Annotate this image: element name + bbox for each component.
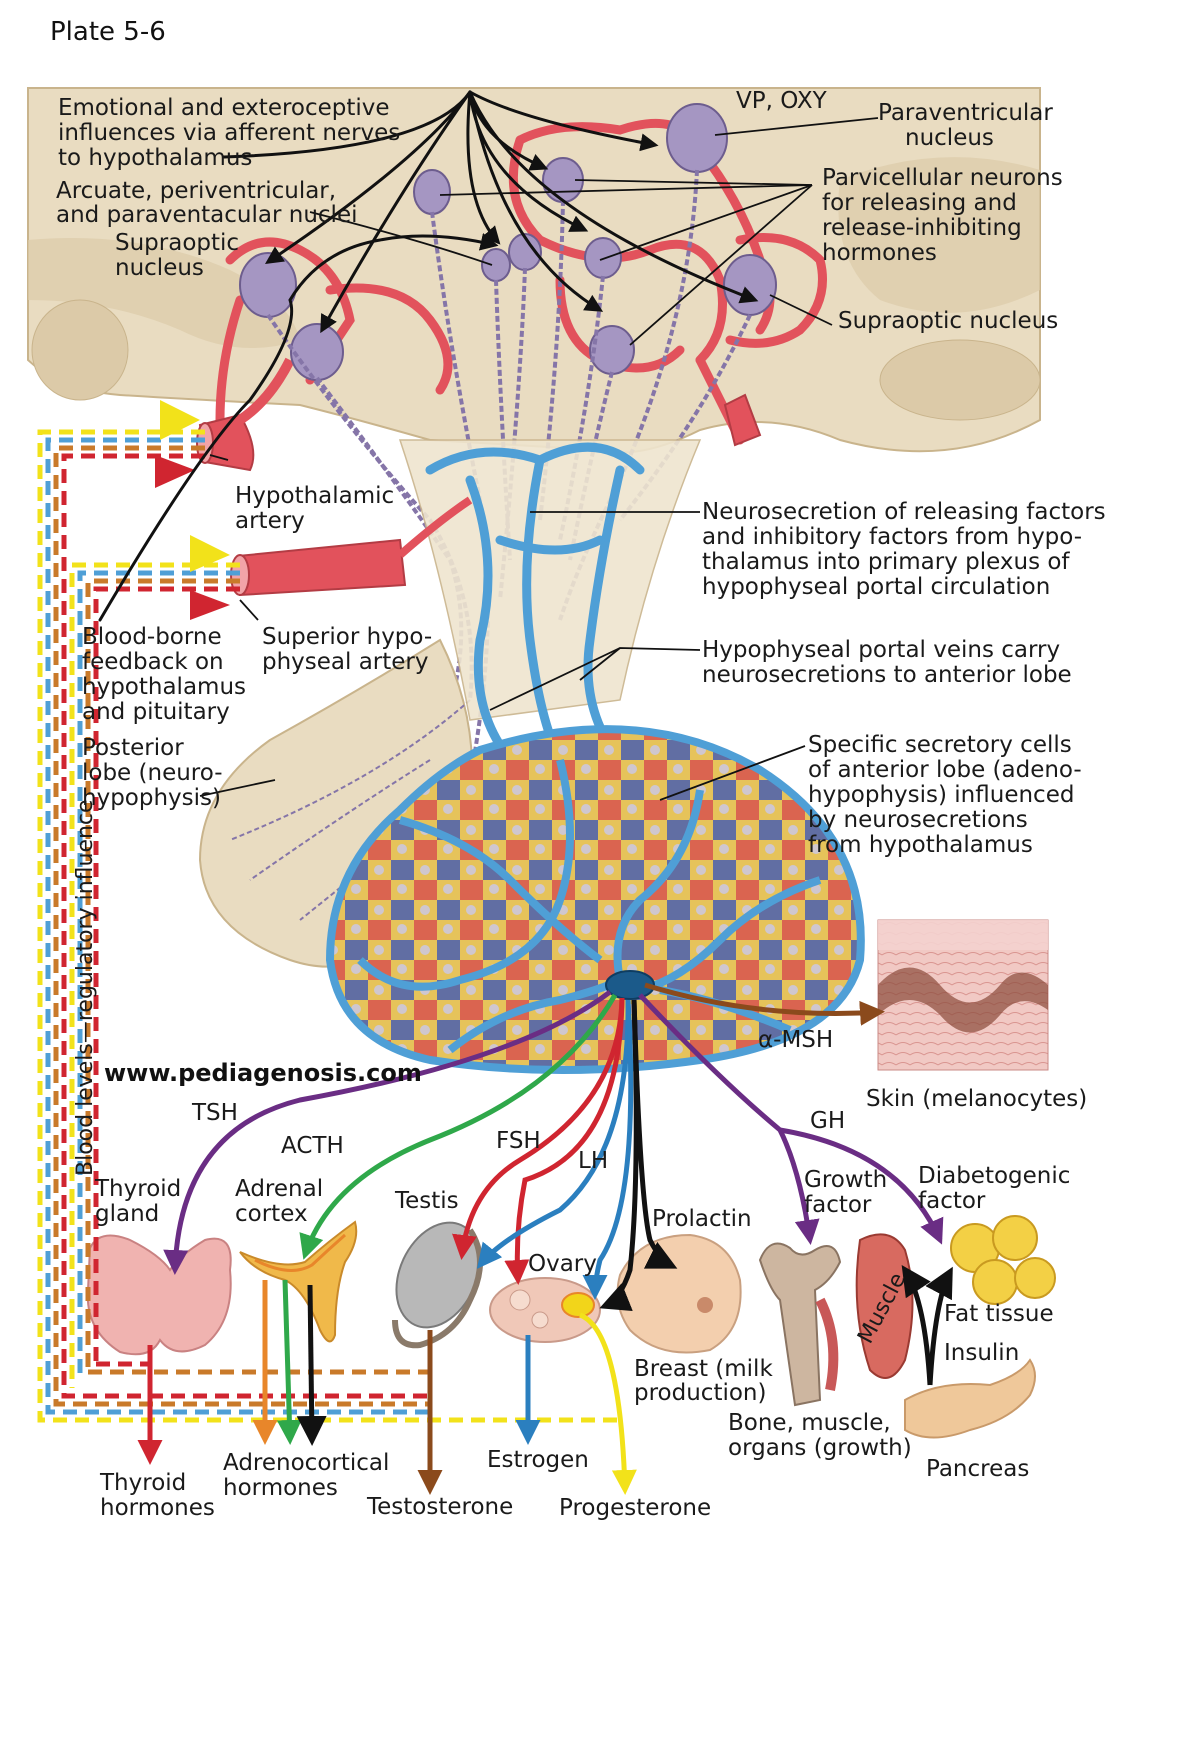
- label-emotional-1: Emotional and exteroceptive: [58, 95, 390, 121]
- label-bone-1: Bone, muscle,: [728, 1410, 891, 1436]
- label-parvicellular-1: Parvicellular neurons: [822, 165, 1063, 191]
- label-neurosecretion-4: hypophyseal portal circulation: [702, 574, 1050, 600]
- label-paraventricular-1: Paraventricular: [878, 100, 1053, 126]
- afferent-nerve-lines: [98, 90, 759, 622]
- label-posterior-lobe-1: Posterior: [82, 735, 184, 761]
- label-hypothalamic-artery-1: Hypothalamic: [235, 483, 394, 509]
- label-emotional-3: to hypothalamus: [58, 145, 252, 171]
- label-specific-cells-5: from hypothalamus: [808, 832, 1033, 858]
- label-diabetogenic-2: factor: [918, 1188, 986, 1214]
- label-bone-2: organs (growth): [728, 1435, 912, 1461]
- label-skin: Skin (melanocytes): [866, 1086, 1087, 1112]
- label-portal-veins-2: neurosecretions to anterior lobe: [702, 662, 1072, 688]
- portal-plexus-veins: [425, 442, 645, 775]
- breast-illustration: [616, 1233, 742, 1354]
- bone-illustration: [758, 1242, 842, 1407]
- label-superior-artery-1: Superior hypo-: [262, 624, 432, 650]
- label-specific-cells-1: Specific secretory cells: [808, 732, 1072, 758]
- label-portal-veins-1: Hypophyseal portal veins carry: [702, 637, 1060, 663]
- label-pancreas: Pancreas: [926, 1456, 1029, 1482]
- label-neurosecretion-2: and inhibitory factors from hypo-: [702, 524, 1082, 550]
- label-blood-borne-2: feedback on: [82, 649, 224, 675]
- label-thyroid-gland-1: Thyroid: [94, 1176, 181, 1202]
- label-growth-factor-2: factor: [804, 1192, 872, 1218]
- label-specific-cells-2: of anterior lobe (adeno-: [808, 757, 1082, 783]
- label-parvicellular-4: hormones: [822, 240, 937, 266]
- thyroid-gland-illustration: [86, 1234, 232, 1356]
- label-insulin: Insulin: [944, 1340, 1019, 1366]
- label-tsh: TSH: [191, 1100, 238, 1126]
- label-blood-borne-1: Blood-borne: [82, 624, 222, 650]
- label-emotional-2: influences via afferent nerves: [58, 120, 400, 146]
- label-adrenocortical-1: Adrenocortical: [223, 1450, 389, 1476]
- label-paraventricular-2: nucleus: [905, 125, 994, 151]
- label-breast-1: Breast (milk: [634, 1356, 773, 1382]
- hypothalamus-tissue: [27, 87, 1041, 454]
- label-prolactin: Prolactin: [652, 1206, 752, 1232]
- label-hypothalamic-artery-2: artery: [235, 508, 305, 534]
- label-fsh: FSH: [496, 1128, 541, 1154]
- muscle-illustration: Muscle: [853, 1233, 914, 1379]
- label-specific-cells-3: hypophysis) influenced: [808, 782, 1074, 808]
- label-superior-artery-2: physeal artery: [262, 649, 429, 675]
- pancreas-illustration: [904, 1358, 1036, 1439]
- label-acth: ACTH: [281, 1133, 344, 1159]
- label-gh: GH: [810, 1108, 845, 1134]
- label-arcuate-2: and paraventacular nuclei: [56, 202, 357, 228]
- label-neurosecretion-3: thalamus into primary plexus of: [702, 549, 1070, 575]
- label-adrenal-cortex-1: Adrenal: [235, 1176, 323, 1202]
- output-arrows: [137, 1279, 637, 1495]
- label-thyroid-gland-2: gland: [95, 1201, 159, 1227]
- website-url: www.pediagenosis.com: [104, 1059, 422, 1087]
- label-vp-oxy: VP, OXY: [736, 88, 828, 114]
- label-thyroid-hormones-1: Thyroid: [99, 1470, 186, 1496]
- label-growth-factor-1: Growth: [804, 1167, 887, 1193]
- ovary-illustration: [489, 1277, 601, 1343]
- testis-illustration: [392, 1221, 483, 1349]
- label-posterior-lobe-2: lobe (neuro-: [82, 760, 223, 786]
- lobe-efferent-vein: [605, 970, 655, 1000]
- label-supraoptic-left-1: Supraoptic: [115, 230, 239, 256]
- label-fat-tissue: Fat tissue: [944, 1301, 1054, 1327]
- posterior-lobe-fibers: [229, 699, 471, 921]
- feedback-loop-dashes: [37, 429, 625, 1423]
- label-posterior-lobe-3: hypophysis): [82, 785, 221, 811]
- label-msh: α-MSH: [758, 1027, 833, 1053]
- label-diabetogenic-1: Diabetogenic: [918, 1163, 1070, 1189]
- label-specific-cells-4: by neurosecretions: [808, 807, 1028, 833]
- label-progesterone: Progesterone: [559, 1495, 711, 1521]
- hormone-arrows: [163, 982, 953, 1386]
- plate-number: Plate 5-6: [50, 17, 166, 47]
- label-breast-2: production): [634, 1380, 766, 1406]
- feedback-arrowheads: [155, 400, 230, 620]
- label-testis: Testis: [394, 1188, 459, 1214]
- label-estrogen: Estrogen: [487, 1447, 589, 1473]
- label-thyroid-hormones-2: hormones: [100, 1495, 215, 1521]
- label-adrenocortical-2: hormones: [223, 1475, 338, 1501]
- label-parvicellular-3: release-inhibiting: [822, 215, 1022, 241]
- label-neurosecretion-1: Neurosecretion of releasing factors: [702, 499, 1106, 525]
- label-testosterone: Testosterone: [366, 1494, 513, 1520]
- fat-tissue-illustration: [950, 1215, 1056, 1305]
- label-lh: LH: [578, 1148, 608, 1174]
- label-supraoptic-left-2: nucleus: [115, 255, 204, 281]
- side-label-blood-levels: Blood levels—regulatory influence: [73, 799, 98, 1176]
- label-arcuate-1: Arcuate, periventricular,: [56, 178, 336, 204]
- adrenal-cortex-illustration: [239, 1220, 358, 1343]
- label-adrenal-cortex-2: cortex: [235, 1201, 308, 1227]
- label-parvicellular-2: for releasing and: [822, 190, 1017, 216]
- label-supraoptic-right: Supraoptic nucleus: [838, 308, 1058, 334]
- label-blood-borne-3: hypothalamus: [82, 674, 246, 700]
- label-leader-lines: [199, 117, 879, 801]
- label-blood-borne-4: and pituitary: [82, 699, 230, 725]
- label-ovary: Ovary: [528, 1251, 597, 1277]
- skin-illustration: [877, 919, 1049, 1071]
